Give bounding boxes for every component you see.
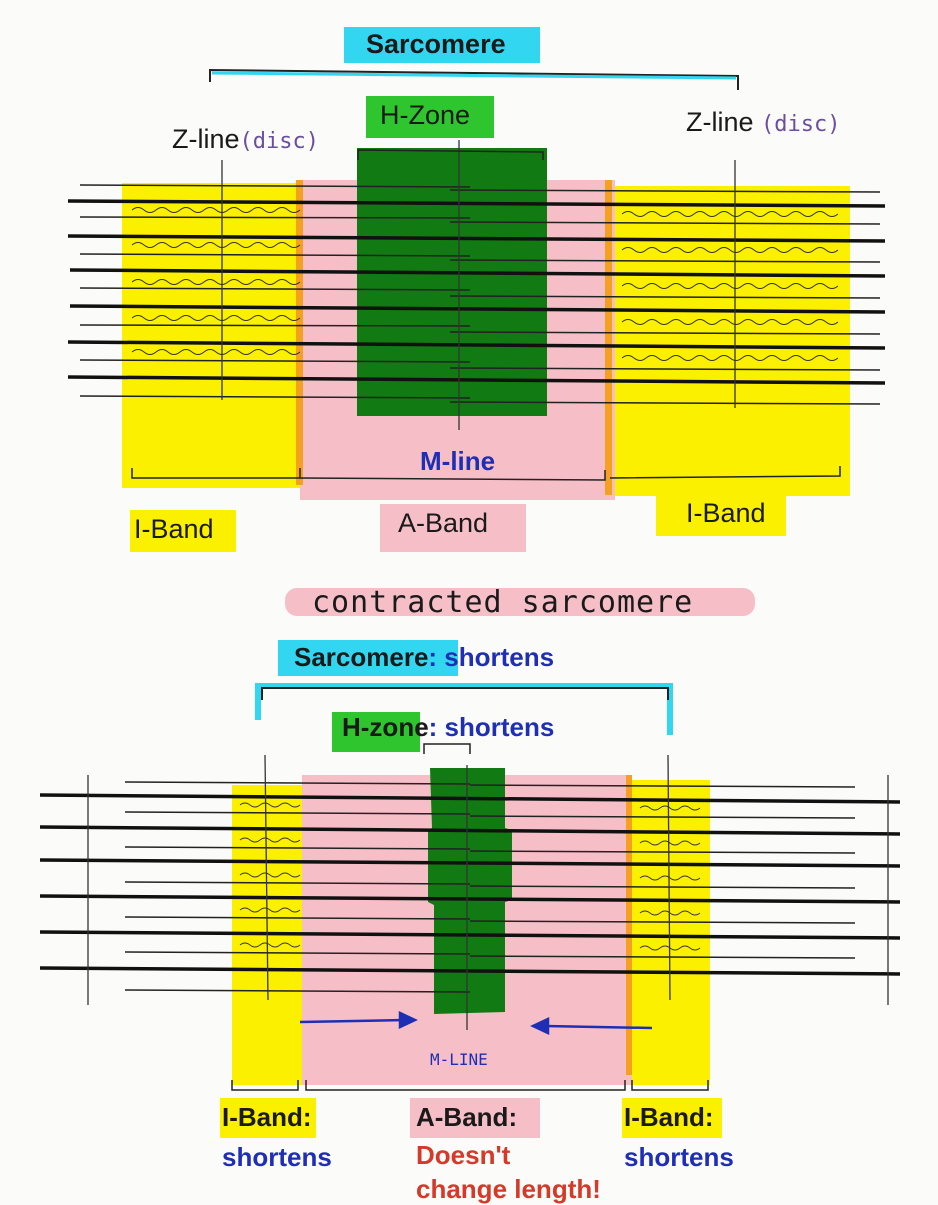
c-i-band-right-label-highlight [622, 1098, 722, 1138]
c-h-zone-label-highlight [332, 712, 420, 752]
z-line-left-label: Z-line(disc) [172, 124, 319, 155]
c-i-band-right-note: shortens [624, 1142, 734, 1172]
h-zone-label: H-Zone [380, 100, 471, 130]
c-i-band-right-text: I-Band [624, 1102, 705, 1132]
sarcomere-bracket [209, 68, 739, 90]
z-line-right-text: Z-line [686, 107, 754, 137]
c-z-line-right [667, 754, 671, 1001]
contraction-arrows [299, 1011, 653, 1035]
i-band-right-bracket [609, 466, 841, 479]
c-i-band-left-note: shortens [222, 1142, 332, 1172]
i-band-right-label-highlight [656, 494, 786, 536]
c-h-zone-bracket [423, 743, 471, 754]
i-band-left-label: I-Band [134, 514, 214, 544]
thick-filaments [67, 199, 886, 385]
titin-squiggles [131, 207, 839, 361]
c-sarcomere-text: Sarcomere [294, 642, 429, 672]
c-h-zone-note: : shortens [428, 712, 555, 742]
thin-filaments [79, 184, 881, 405]
c-a-band-label-highlight [410, 1098, 540, 1138]
c-i-band-right-label: I-Band: [624, 1102, 714, 1133]
z-line-right-label: Z-line (disc) [686, 107, 841, 138]
z-line-left-text: Z-line [172, 124, 240, 154]
z-line-right-disc: (disc) [761, 112, 841, 137]
c-thick-filaments [39, 793, 901, 976]
i-band-right-fill [610, 186, 850, 496]
i-band-left-fill [122, 183, 307, 488]
c-a-band-note-line2: change length! [416, 1174, 601, 1204]
c-a-band-colon: : [508, 1102, 518, 1132]
c-a-band-note-line1: Doesn't [416, 1140, 511, 1170]
c-i-band-left-label-highlight [220, 1098, 316, 1138]
c-i-band-left-text: I-Band [222, 1102, 303, 1132]
contracted-sarcomere-title: contracted sarcomere [312, 585, 694, 620]
c-a-band-bracket [305, 1080, 626, 1091]
contracted-sarcomere [39, 640, 901, 1138]
c-h-zone-fill [428, 768, 512, 1014]
c-sarcomere-bracket [261, 687, 669, 700]
c-i-band-left-label: I-Band: [222, 1102, 312, 1133]
i-band-left-bracket [131, 468, 301, 479]
sarcomere-label-highlight [344, 27, 540, 63]
c-i-band-left-colon: : [302, 1102, 312, 1132]
sarcomere-bracket-highlight [211, 71, 737, 80]
c-sarcomere-label: Sarcomere: shortens [294, 642, 554, 673]
c-m-line-label: M-LINE [430, 1050, 488, 1069]
a-band-edge-right [605, 180, 612, 495]
a-band-label-highlight [380, 504, 526, 552]
a-band-edge-left [296, 180, 303, 485]
c-a-band-text: A-Band [416, 1102, 509, 1132]
c-thin-filaments [124, 781, 856, 993]
h-zone-fill [357, 148, 547, 416]
z-line-left-disc: (disc) [239, 129, 319, 154]
c-i-band-right-colon: : [704, 1102, 714, 1132]
c-a-band-label: A-Band: [416, 1102, 517, 1133]
m-line-label: M-line [420, 446, 496, 476]
h-zone-label-highlight [366, 96, 494, 138]
c-h-zone-text: H-zone [342, 712, 429, 742]
divider-highlight [285, 588, 755, 616]
h-zone-bracket [357, 149, 544, 160]
c-h-zone-label: H-zone: shortens [342, 712, 554, 743]
a-band-label: A-Band [398, 508, 489, 538]
c-a-band-edge [626, 775, 632, 1075]
i-band-right-label: I-Band [686, 498, 766, 528]
c-z-line-left [264, 754, 269, 1001]
c-sarcomere-label-highlight [278, 640, 458, 676]
sarcomere-label: Sarcomere [366, 29, 506, 59]
c-i-band-right-bracket [631, 1080, 709, 1091]
i-band-left-label-highlight [130, 510, 236, 552]
c-sarcomere-note: : shortens [428, 642, 555, 672]
c-i-band-left-bracket [231, 1080, 299, 1091]
c-titin-squiggles [239, 802, 701, 951]
a-band-bracket [299, 470, 606, 481]
c-sarcomere-bracket-highlight [255, 683, 673, 735]
relaxed-sarcomere [67, 27, 886, 552]
